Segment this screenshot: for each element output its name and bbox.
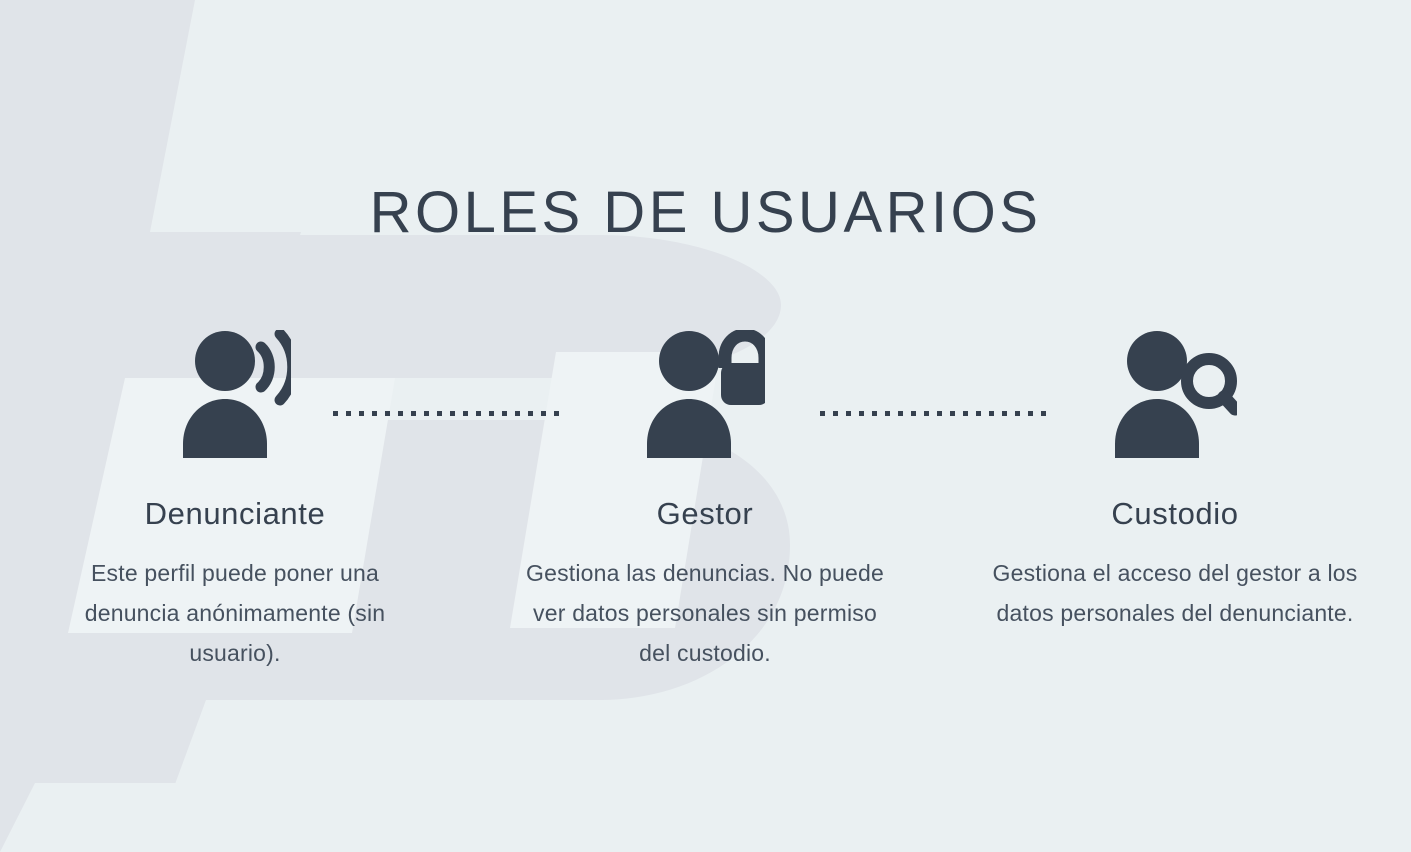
roles-row: Denunciante Este perfil puede poner una … [0,330,1411,673]
connector-dot [333,411,338,416]
role-description: Gestiona las denuncias. No puede ver dat… [525,560,885,666]
light-panel-bottom-right [440,783,760,852]
role-title: Custodio [1111,496,1239,531]
connector-denunciante-gestor [333,411,559,417]
connector-dot [950,411,955,416]
connector-dot [963,411,968,416]
role-icon-wrapper [179,330,291,460]
connector-dot [385,411,390,416]
role-card-denunciante: Denunciante Este perfil puede poner una … [0,330,470,673]
connector-dot [372,411,377,416]
role-icon-wrapper [645,330,765,460]
connector-dot [820,411,825,416]
person-lock-icon [647,330,765,458]
connector-gestor-custodio [820,411,1046,417]
connector-dot [924,411,929,416]
connector-dot [989,411,994,416]
connector-dot [846,411,851,416]
grey-backdrop-left-band [0,0,60,180]
connector-dot [885,411,890,416]
connector-dot [976,411,981,416]
connector-dot [398,411,403,416]
role-icon-wrapper [1113,330,1237,460]
connector-dot [528,411,533,416]
connector-dot [1028,411,1033,416]
person-search-icon [1115,331,1237,458]
role-title: Denunciante [144,496,326,531]
connector-dot [489,411,494,416]
connector-dot [437,411,442,416]
person-speaking-icon [183,330,291,458]
connector-dot [502,411,507,416]
connector-dot [411,411,416,416]
connector-dot [1041,411,1046,416]
light-panel-bottom-left [0,783,305,852]
connector-dot [872,411,877,416]
page-title: ROLES DE USUARIOS [369,179,1042,245]
connector-dot [554,411,559,416]
role-card-custodio: Custodio Gestiona el acceso del gestor a… [940,330,1410,633]
connector-dot [911,411,916,416]
connector-dot [463,411,468,416]
connector-dot [898,411,903,416]
connector-dot [450,411,455,416]
connector-dot [476,411,481,416]
connector-dot [1002,411,1007,416]
connector-dot [833,411,838,416]
role-description: Este perfil puede poner una denuncia anó… [84,560,386,666]
connector-dot [346,411,351,416]
role-description: Gestiona el acceso del gestor a los dato… [992,560,1358,626]
connector-dot [359,411,364,416]
role-title: Gestor [656,496,754,531]
light-panel-title [150,0,640,232]
connector-dot [515,411,520,416]
light-panel-column-one [68,378,395,633]
connector-dot [541,411,546,416]
connector-dot [937,411,942,416]
connector-dot [424,411,429,416]
role-card-gestor: Gestor Gestiona las denuncias. No puede … [470,330,940,673]
connector-dot [1015,411,1020,416]
connector-dot [859,411,864,416]
